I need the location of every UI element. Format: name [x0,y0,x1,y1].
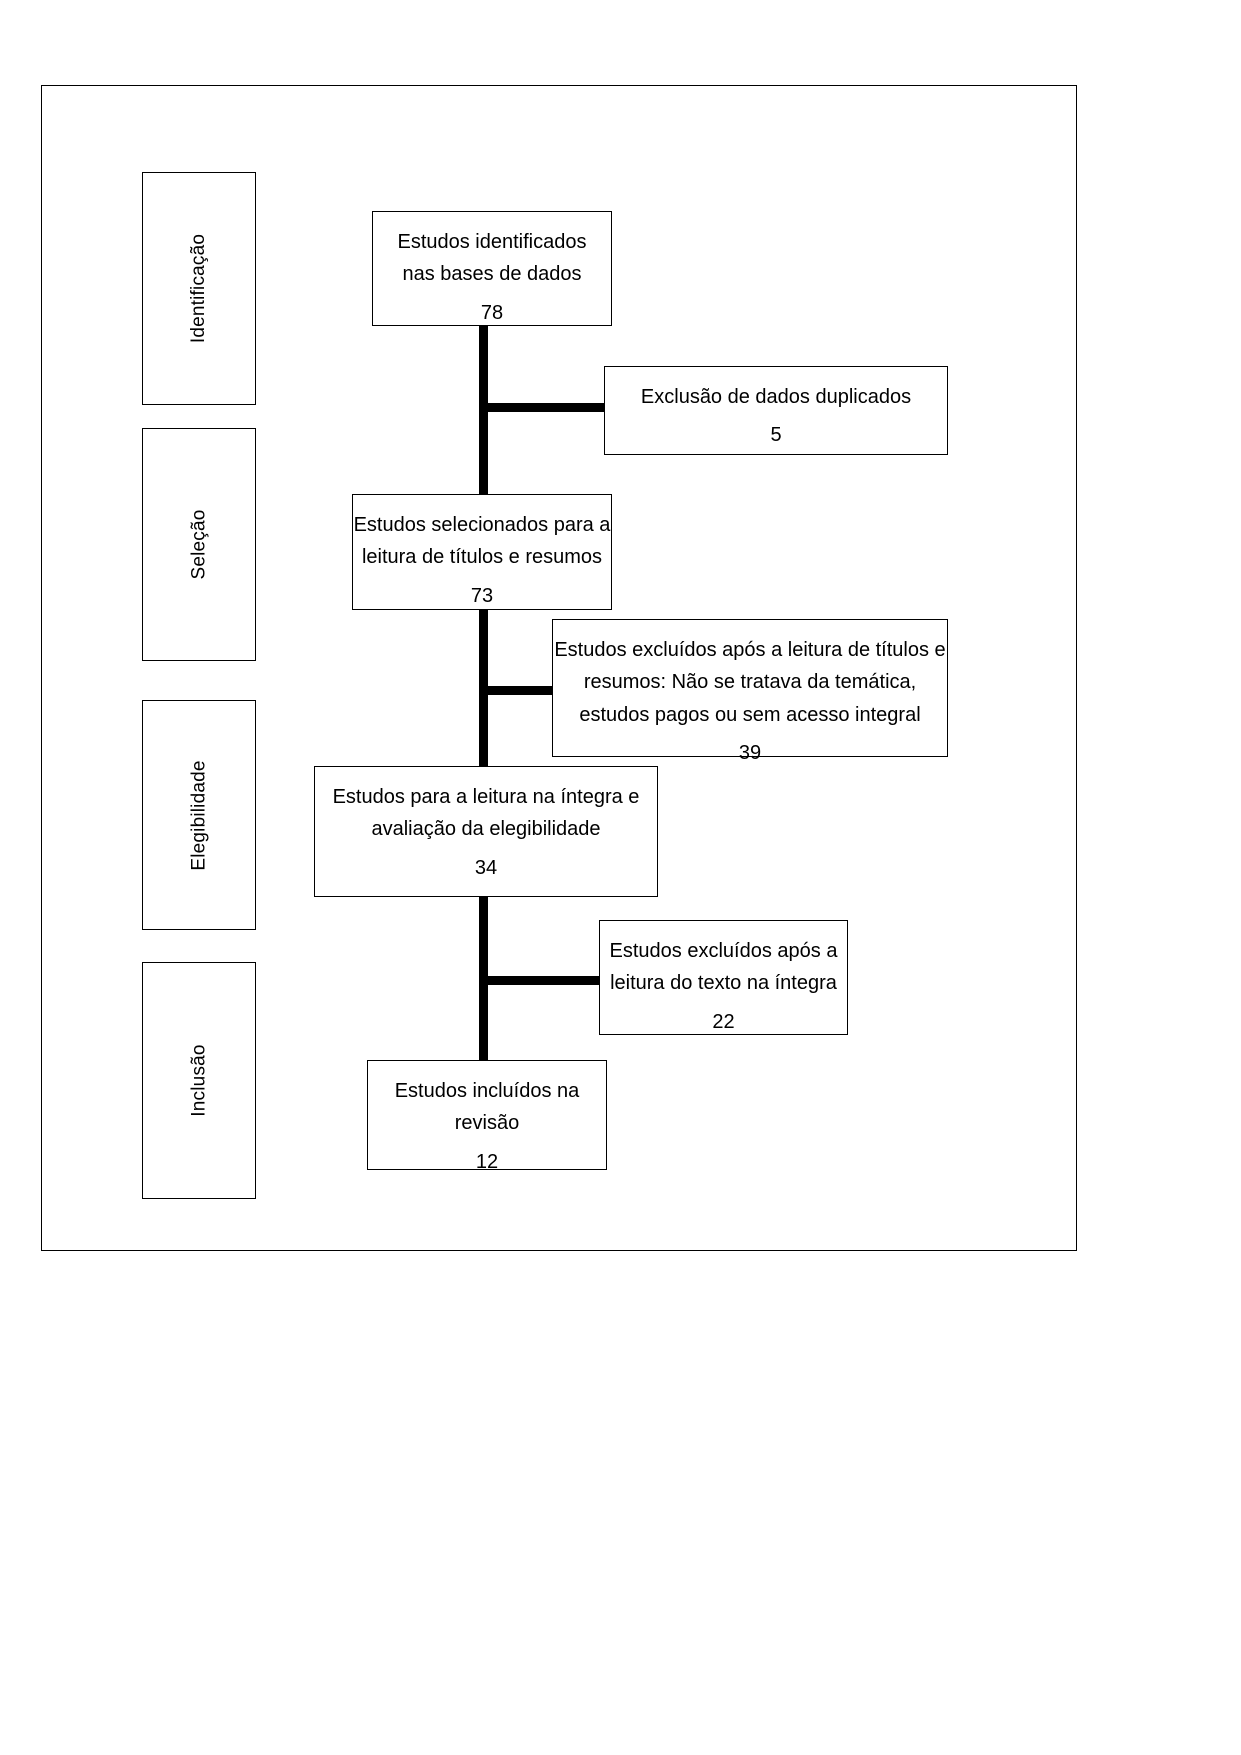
flow-box-excluidos-texto-integra: Estudos excluídos após a leitura do text… [599,920,848,1035]
flow-box-line: Estudos incluídos na [394,1080,580,1102]
flow-box-line: leitura de títulos e resumos [361,546,603,569]
flow-box-estudos-identificados: Estudos identificados nas bases de dados… [372,211,612,326]
flow-box-estudos-incluidos: Estudos incluídos na revisão 12 [367,1060,607,1173]
flow-box-count: 39 [738,742,762,765]
flow-box-leitura-integra: Estudos para a leitura na íntegra e aval… [314,766,658,897]
flow-box-line: Estudos excluídos após a leitura de títu… [554,639,946,661]
flow-box-line: avaliação da elegibilidade [371,818,601,841]
flow-box-line: Estudos para a leitura na íntegra e [332,786,640,808]
flow-box-count: 78 [480,301,504,324]
flow-box-count: 22 [712,1010,735,1033]
flow-box-line: Estudos selecionados para a [353,514,611,536]
flow-box-exclusao-duplicados: Exclusão de dados duplicados 5 [604,366,948,455]
flow-box-count: 73 [470,584,494,607]
connector-branch-excluidos-titulos [479,686,555,695]
flow-box-line: Exclusão de dados duplicados [640,386,912,408]
stage-box-selecao: Seleção [142,428,256,661]
page-border-frame [41,85,1077,1251]
stage-box-elegibilidade: Elegibilidade [142,700,256,930]
stage-box-inclusao: Inclusão [142,962,256,1199]
stage-label-inclusao: Inclusão [188,1044,210,1117]
flow-box-line: leitura do texto na íntegra [610,972,837,995]
stage-label-elegibilidade: Elegibilidade [188,759,210,871]
flow-box-count: 34 [474,856,498,879]
stage-box-identificacao: Identificação [142,172,256,405]
connector-trunk-identificacao-selecao [479,325,488,500]
flow-box-line: nas bases de dados [402,263,582,286]
stage-label-identificacao: Identificação [188,233,210,344]
flow-box-line: estudos pagos ou sem acesso integral [579,703,921,726]
flow-box-count: 12 [475,1150,499,1173]
connector-branch-duplicados [479,403,607,412]
flow-box-estudos-selecionados: Estudos selecionados para a leitura de t… [352,494,612,610]
flow-box-excluidos-titulos-resumos: Estudos excluídos após a leitura de títu… [552,619,948,764]
connector-branch-excluidos-texto [479,976,603,985]
flow-box-line: Estudos excluídos após a [609,940,838,962]
flow-box-line: Estudos identificados [397,231,587,253]
flow-box-count: 5 [770,424,782,447]
flow-box-line: revisão [454,1112,520,1135]
stage-label-selecao: Seleção [188,509,210,580]
flow-box-line: resumos: Não se tratava da temática, [583,671,917,694]
